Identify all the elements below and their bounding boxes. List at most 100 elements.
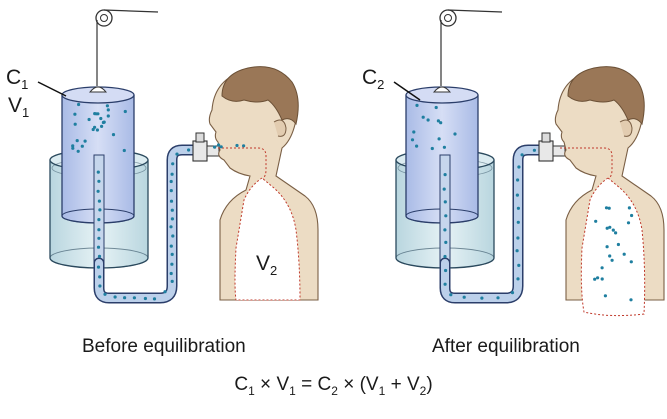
gas-particle (94, 112, 98, 116)
lungs-empty (234, 177, 301, 301)
gas-particle (626, 221, 631, 225)
gas-particle (516, 178, 520, 182)
gas-particle (242, 144, 246, 148)
gas-particle (629, 298, 633, 302)
gas-particle (510, 291, 515, 295)
breathing-tube (441, 146, 548, 302)
gas-particle (95, 128, 99, 132)
gas-particle (443, 254, 447, 259)
gas-particle (152, 297, 157, 301)
gas-particle (113, 295, 117, 299)
gas-particle (123, 109, 127, 114)
gas-particle (96, 170, 100, 174)
gas-particle (436, 119, 440, 123)
gas-particle (443, 173, 447, 177)
gas-particle (608, 254, 612, 258)
gas-particle (217, 143, 221, 147)
gas-particle (73, 112, 77, 116)
gas-particle (515, 249, 519, 253)
gas-particle (170, 208, 174, 212)
gas-particle (480, 296, 484, 300)
gas-particle (97, 179, 101, 183)
gas-particle (600, 266, 604, 270)
gas-particle (103, 292, 107, 296)
gas-particle (412, 130, 416, 134)
gas-particle (515, 193, 520, 197)
patient-after (554, 66, 665, 317)
gas-particle (98, 284, 102, 288)
gas-particle (604, 206, 609, 210)
gas-particle (97, 228, 101, 232)
gas-particle (71, 144, 75, 148)
gas-particle (98, 208, 102, 212)
gas-particle (213, 145, 217, 149)
gas-particle (517, 263, 521, 267)
label-v1: V1 (8, 94, 29, 120)
gas-particle (442, 145, 446, 149)
gas-particle (102, 120, 106, 124)
valve-icon (538, 132, 566, 162)
gas-particle (430, 146, 434, 151)
gas-particle (169, 225, 173, 229)
gas-particle (608, 225, 612, 229)
gas-particle (444, 214, 448, 218)
gas-particle (76, 149, 80, 153)
gas-particle (100, 124, 104, 128)
gas-particle (171, 234, 175, 238)
gas-particle (516, 236, 520, 240)
gas-particle (97, 254, 102, 258)
gas-particle (449, 293, 453, 297)
gas-particle (132, 296, 136, 300)
gas-particle (175, 152, 179, 156)
gas-particle (170, 279, 174, 283)
gas-particle (444, 240, 448, 244)
gas-particle (596, 276, 600, 280)
gas-particle (97, 218, 101, 222)
gas-particle (97, 236, 101, 240)
gas-particle (143, 296, 147, 301)
gas-particle (600, 277, 604, 281)
svg-text:C2: C2 (362, 66, 384, 92)
pulley-icon (95, 9, 159, 86)
label-c1: C1 (6, 66, 67, 97)
gas-particle (444, 268, 448, 273)
gas-particle (170, 217, 174, 221)
gas-particle (610, 258, 614, 262)
gas-particle (96, 265, 101, 269)
gas-particle (437, 137, 441, 141)
gas-particle (421, 115, 425, 119)
gas-particle (123, 296, 127, 300)
gas-particle (415, 103, 419, 107)
gas-particle (96, 245, 101, 249)
gas-particle (611, 228, 615, 232)
pulley-icon (439, 9, 503, 86)
gas-particle (605, 226, 609, 230)
gas-particle (111, 133, 116, 137)
gas-particle (169, 271, 173, 276)
gas-particle (516, 277, 520, 281)
dilution-equation: C1 × V1 = C2 × (V1 + V2) (234, 374, 433, 398)
gas-particle (517, 165, 521, 169)
gas-particle (169, 244, 173, 248)
gas-particle (169, 179, 173, 184)
gas-particle (170, 172, 174, 176)
before-panel (49, 9, 319, 304)
gas-particle (434, 105, 438, 110)
gas-particle (97, 199, 101, 203)
gas-particle (122, 148, 126, 153)
caption-before: Before equilibration (82, 336, 246, 357)
gas-particle (443, 282, 447, 286)
gas-particle (169, 199, 174, 203)
after-panel (395, 9, 665, 317)
gas-particle (171, 162, 175, 166)
gas-particle (622, 252, 626, 256)
gas-particle (532, 148, 537, 152)
gas-particle (496, 296, 500, 300)
gas-particles-before (71, 102, 246, 301)
gas-particle (98, 275, 102, 279)
gas-particle (603, 294, 608, 298)
gas-particle (607, 206, 611, 210)
gas-particle (614, 231, 618, 235)
label-v2: V2 (256, 252, 277, 278)
inner-tube (439, 154, 451, 264)
